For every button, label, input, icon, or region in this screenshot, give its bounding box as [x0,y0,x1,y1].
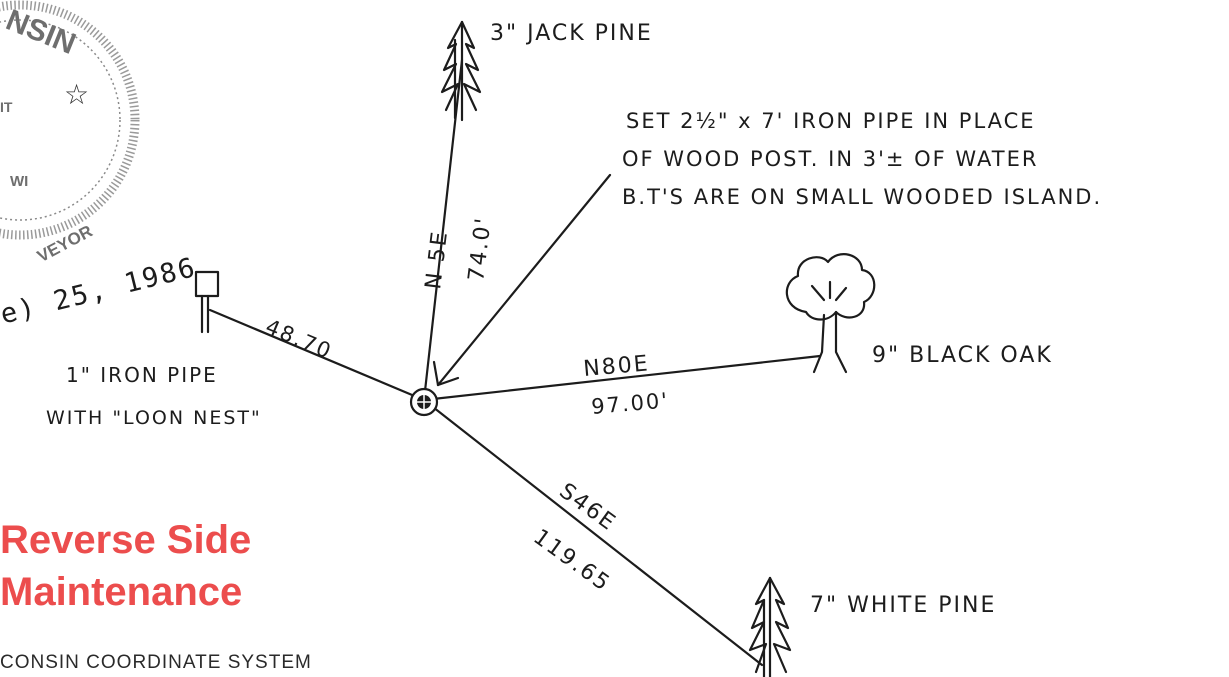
note-arrow [432,173,612,387]
white-pine-distance: 119.65 [528,525,615,598]
seal-line-b: WI [10,173,28,190]
jack-pine-bearing: N 5E [421,229,453,291]
heading-line-2: Maintenance [0,570,243,614]
black-oak-distance: 97.00' [590,388,670,419]
black-oak-label: 9" BLACK OAK [872,343,1053,368]
black-oak-tree-icon [785,253,876,374]
coordinate-system-text: CONSIN COORDINATE SYSTEM [0,652,312,673]
white-pine-label: 7" WHITE PINE [810,593,996,618]
seal-line-a: IT [0,99,13,115]
jack-pine-label: 3" JACK PINE [490,21,653,46]
heading-line-1: Reverse Side [0,518,252,562]
iron-pipe-label-2: WITH "LOON NEST" [46,407,262,429]
iron-pipe-label-1: 1" IRON PIPE [66,363,218,387]
seal-arc-text: NSIN [1,4,80,61]
jack-pine-distance: 74.0' [464,215,497,283]
surveyor-seal: NSIN IT ☆ WI VEYOR [0,0,140,266]
iron-pipe-icon [194,270,220,334]
corner-monument-symbol [409,387,439,417]
jack-pine-tree-icon [440,20,482,122]
black-oak-bearing: N80E [582,351,650,382]
signature-date: e) 25, 1986 [0,252,200,331]
note-line-2: OF WOOD POST. IN 3'± OF WATER [622,147,1038,171]
note-line-1: SET 2½" x 7' IRON PIPE IN PLACE [626,109,1036,133]
white-pine-tree-icon [748,576,792,677]
iron-pipe-distance: 48.70 [262,315,336,364]
note-line-3: B.T'S ARE ON SMALL WOODED ISLAND. [622,185,1102,209]
seal-star: ☆ [64,78,89,111]
